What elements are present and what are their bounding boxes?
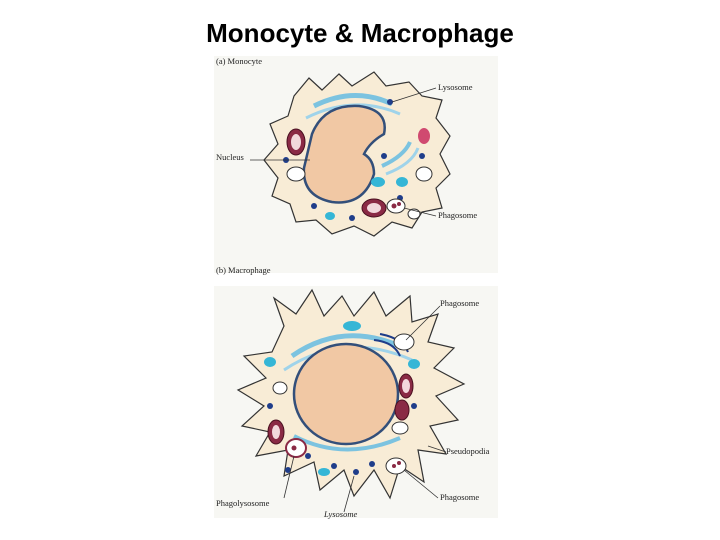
leader-phagosome-bottom xyxy=(403,469,439,499)
macrophage-illustration xyxy=(236,288,466,513)
macrophage-lysosome xyxy=(353,469,359,475)
leader-lysosome xyxy=(391,87,437,103)
macrophage-lysosome xyxy=(305,453,311,459)
monocyte-vesicle xyxy=(325,212,335,220)
macrophage-er xyxy=(293,434,401,452)
monocyte-vesicle xyxy=(396,177,408,187)
monocyte-nucleus xyxy=(302,104,386,204)
macrophage-vesicle xyxy=(264,357,276,367)
label-pseudopodia: Pseudopodia xyxy=(446,446,490,456)
monocyte-vacuole xyxy=(415,166,433,182)
macrophage-vesicle xyxy=(343,321,361,331)
macrophage-panel: Phagosome Pseudopodia Phagolysosome Phag… xyxy=(214,286,498,519)
macrophage-vacuole xyxy=(272,381,288,395)
monocyte-panel: (a) Monocyte Lysosome Nucleus Phagosome xyxy=(214,56,498,273)
macrophage-caption: (b) Macrophage xyxy=(216,265,271,275)
monocyte-golgi xyxy=(385,147,420,176)
slide-title: Monocyte & Macrophage xyxy=(206,18,514,48)
monocyte-mitochondria xyxy=(418,128,430,144)
macrophage-golgi xyxy=(373,339,401,357)
leader-phagosome xyxy=(403,207,437,217)
macrophage-vesicle xyxy=(408,359,420,369)
macrophage-mitochondria xyxy=(394,399,410,421)
macrophage-lysosome xyxy=(369,461,375,467)
monocyte-vesicle xyxy=(371,177,385,187)
label-lysosome: Lysosome xyxy=(438,82,473,92)
monocyte-er xyxy=(312,93,394,109)
label-nucleus: Nucleus xyxy=(216,152,244,162)
label-phagosome-bottom: Phagosome xyxy=(440,492,480,502)
macrophage-er xyxy=(290,333,406,359)
leader-phagosome-top xyxy=(405,305,441,341)
monocyte-illustration xyxy=(250,71,451,237)
leader-lysosome xyxy=(343,475,355,513)
macrophage-lysosome xyxy=(331,463,337,469)
label-lysosome-b: Lysosome xyxy=(324,509,358,519)
label-phagosome-top: Phagosome xyxy=(440,298,480,308)
macrophage-lysosome xyxy=(285,467,291,473)
leader-pseudopodia xyxy=(427,445,447,453)
macrophage-lysosome xyxy=(411,403,417,409)
macrophage-vacuole xyxy=(391,421,409,435)
leader-phagolysosome xyxy=(283,455,295,499)
monocyte-lysosome xyxy=(419,153,425,159)
macrophage-vacuole xyxy=(393,333,415,351)
label-phagosome: Phagosome xyxy=(438,210,478,220)
monocyte-caption: (a) Monocyte xyxy=(216,56,263,66)
label-phagolysosome: Phagolysosome xyxy=(216,498,270,508)
monocyte-vacuole xyxy=(286,166,306,182)
monocyte-lysosome xyxy=(381,153,387,159)
macrophage-lysosome xyxy=(267,403,273,409)
monocyte-lysosome xyxy=(311,203,317,209)
monocyte-lysosome xyxy=(387,99,393,105)
macrophage-vesicle xyxy=(318,468,330,476)
macrophage-nucleus xyxy=(292,342,400,446)
monocyte-lysosome xyxy=(349,215,355,221)
monocyte-golgi xyxy=(381,141,412,168)
